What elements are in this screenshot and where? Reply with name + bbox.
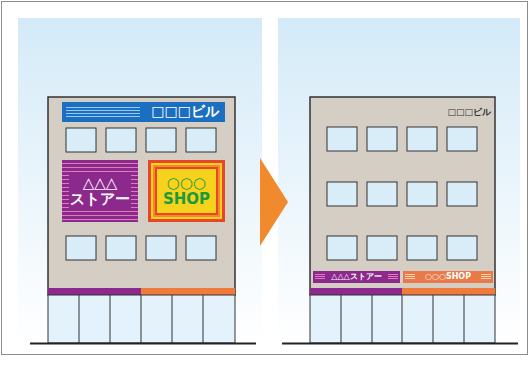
sign-text: △△△ ストアー <box>69 175 131 208</box>
sky-panel <box>18 18 262 344</box>
arrow <box>260 158 288 246</box>
sign-stripes <box>66 105 140 119</box>
frame <box>2 2 528 355</box>
sign-stripes <box>315 274 325 280</box>
sign-text: □□□ビル <box>150 104 220 119</box>
building-name: □□□ビル <box>447 106 491 119</box>
sign-stripes <box>388 274 398 280</box>
sign-stripes <box>481 274 491 280</box>
sign-stripes <box>405 274 415 280</box>
store-sign: △△△ ストアー <box>62 160 138 222</box>
sign-text: ○○○ SHOP <box>162 175 211 208</box>
sky-panel <box>278 18 520 344</box>
building-before <box>48 97 235 343</box>
shop-band: ○○○SHOP <box>403 271 493 283</box>
store-band: △△△ストアー <box>313 271 400 283</box>
ground-line <box>282 343 518 345</box>
shop-sign: ○○○ SHOP <box>148 160 225 222</box>
sign-text: ○○○SHOP <box>424 273 472 282</box>
building-after <box>310 97 495 343</box>
ground-line <box>30 343 256 345</box>
sign-text: △△△ストアー <box>330 273 382 282</box>
building-sign: □□□ビル <box>62 102 225 122</box>
